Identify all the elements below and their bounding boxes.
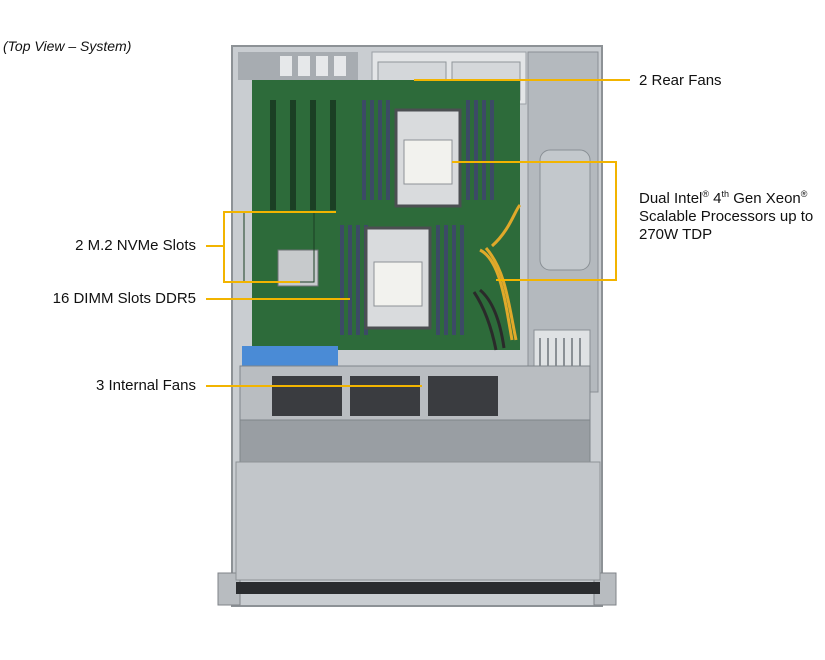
blue-connector-strip	[242, 346, 338, 368]
psu-handle	[539, 149, 591, 271]
cpu-bracket	[452, 161, 617, 281]
cpu1-label	[403, 139, 453, 185]
pcie-slots	[270, 100, 336, 210]
chipset-heatsink	[277, 249, 319, 287]
callout-nvme: 2 M.2 NVMe Slots	[75, 237, 196, 254]
callout-rear-fans: 2 Rear Fans	[639, 72, 722, 89]
callout-cpu-line1: Dual Intel® 4th Gen Xeon®	[639, 190, 813, 208]
callout-lines	[206, 79, 630, 387]
callout-cpu: Dual Intel® 4th Gen Xeon® Scalable Proce…	[639, 190, 813, 244]
diagram-caption: (Top View – System)	[3, 38, 132, 54]
registered-mark-1: ®	[702, 189, 710, 199]
ordinal-suffix: th	[721, 189, 730, 199]
cpu2-label	[373, 261, 423, 307]
drive-cage-cover	[235, 461, 601, 581]
callout-dimm: 16 DIMM Slots DDR5	[52, 290, 196, 307]
callout-cpu-line2: Scalable Processors up to	[639, 208, 814, 225]
callout-internal-fans: 3 Internal Fans	[95, 377, 196, 394]
drive-backplane	[239, 419, 591, 463]
front-bezel	[236, 582, 600, 594]
power-cables	[479, 203, 522, 341]
internal-fan-3	[428, 376, 498, 416]
cpu-brand-text: Dual Intel	[639, 190, 703, 207]
dimm-bank-cpu1	[362, 100, 494, 200]
callout-cpu-line3: 270W TDP	[639, 226, 713, 243]
cpu-family-text: Gen Xeon	[729, 190, 801, 207]
internal-fan-1	[272, 376, 342, 416]
cpu-generation-number: 4	[709, 190, 722, 207]
rear-io-slots	[280, 56, 346, 76]
internal-fan-2	[350, 376, 420, 416]
registered-mark-2: ®	[800, 189, 808, 199]
data-cables	[472, 288, 506, 351]
psu-vent-slats	[539, 338, 581, 368]
